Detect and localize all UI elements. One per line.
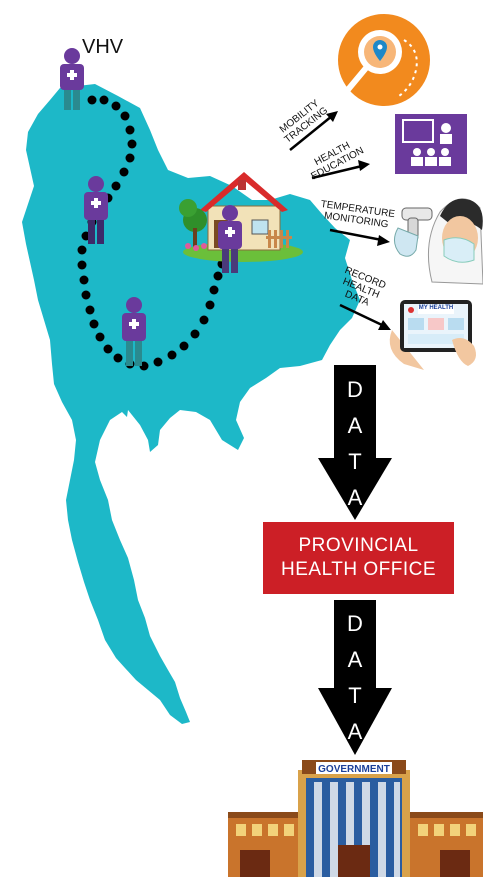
activity-arrows [289, 111, 391, 330]
thermometer-gun-icon [394, 198, 483, 285]
data-arrow-upper-text: D A T A [325, 372, 385, 516]
data-letter: T [348, 683, 362, 708]
data-letter: A [347, 647, 363, 672]
teaching-presentation-icon [395, 114, 467, 174]
location-search-icon [338, 14, 430, 106]
vhv-figure [60, 48, 84, 110]
government-sign: GOVERNMENT [318, 764, 390, 775]
data-letter: A [347, 719, 363, 744]
office-line-2: HEALTH OFFICE [281, 559, 436, 580]
data-letter: D [347, 377, 363, 402]
health-tablet-icon [389, 300, 476, 370]
data-letter: D [347, 611, 363, 636]
office-line-1: PROVINCIAL [298, 535, 419, 556]
data-letter: A [347, 485, 363, 510]
data-arrow-lower-text: D A T A [325, 606, 385, 750]
government-building-icon: GOVERNMENT [228, 760, 483, 877]
provincial-health-office-box: PROVINCIAL HEALTH OFFICE [263, 522, 454, 594]
data-letter: A [347, 413, 363, 438]
vhv-label: VHV [82, 36, 124, 58]
data-arrow-upper [318, 365, 392, 520]
vhv-figure [122, 297, 146, 366]
tablet-header: MY HEALTH [418, 305, 454, 311]
data-arrow-lower [318, 600, 392, 755]
vhv-figure [218, 205, 242, 273]
data-letter: T [348, 449, 362, 474]
house-icon [179, 172, 303, 262]
vhv-figure [84, 176, 108, 244]
